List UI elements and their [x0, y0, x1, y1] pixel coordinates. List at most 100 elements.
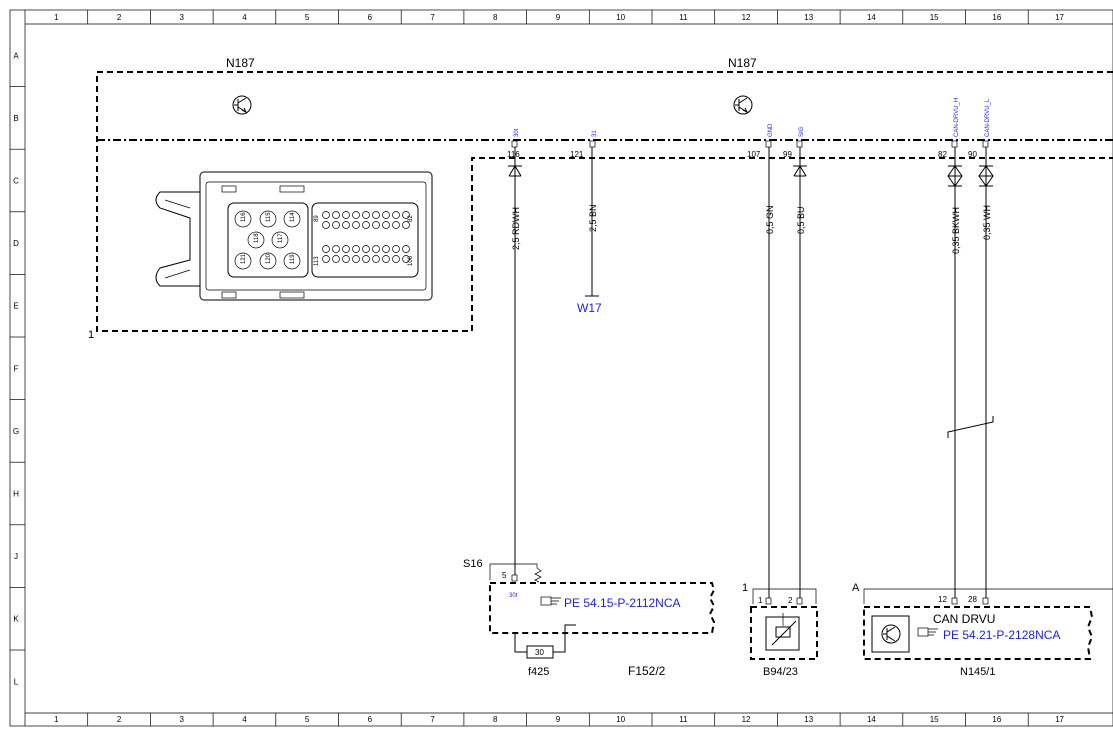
f425-rating: 30 [535, 648, 544, 657]
n145-1-reference-link[interactable]: PE 54.21-P-2128NCA [943, 628, 1060, 642]
pin-82[interactable]: 82 CAN-DRVU_H [938, 98, 960, 159]
grid-column-label: 14 [867, 715, 876, 724]
f425-label[interactable]: f425 [528, 666, 549, 678]
pin-116[interactable]: 116 30t [507, 128, 520, 159]
connector-small-pin [322, 221, 330, 229]
w17-ground-link[interactable]: W17 [577, 301, 602, 315]
grid-row-label: C [13, 177, 19, 186]
grid-column-label: 11 [679, 715, 688, 724]
b94-23-pin-number: 1 [758, 596, 763, 605]
connector-small-pin [342, 245, 350, 253]
s16-label[interactable]: S16 [463, 558, 483, 570]
grid-column-label: 9 [556, 13, 561, 22]
grid-row-label: E [13, 302, 18, 311]
pin-number: 121 [570, 150, 584, 159]
grid-row-label: G [13, 427, 19, 436]
connector-small-pin [332, 211, 340, 219]
b94-23-label[interactable]: B94/23 [763, 666, 798, 678]
n145-1-outline [863, 606, 1094, 660]
connector-small-pin [382, 211, 390, 219]
wire-label-121: 2,5 BN [588, 204, 598, 232]
connector-small-pin [372, 245, 380, 253]
pin-number: 90 [968, 150, 977, 159]
f152-2-reference-link[interactable]: PE 54.15-P-2112NCA [564, 596, 681, 610]
grid-row-label: J [14, 552, 18, 561]
connector-small-pin [352, 211, 360, 219]
b94-23-pin-2[interactable] [796, 597, 803, 605]
pin-signal-label: 31 [592, 130, 598, 137]
grid-column-label: 15 [930, 13, 939, 22]
grid-column-label: 12 [742, 715, 751, 724]
n187-housing-outline [96, 71, 1113, 332]
b94-23-bracket [752, 588, 817, 604]
pin-121[interactable]: 121 31 [570, 130, 598, 159]
pin-number: 116 [507, 150, 520, 159]
connector-small-pin [372, 211, 380, 219]
connector-pin-label: 116 [241, 212, 247, 222]
grid-column-label: 7 [430, 715, 435, 724]
n145-1-pin-28[interactable] [982, 597, 989, 605]
grid-column-label: 8 [493, 13, 498, 22]
arrow-up-icon [793, 165, 807, 177]
connector-pin-label: 114 [290, 212, 296, 222]
connector-small-pin [352, 255, 360, 263]
pin-signal-label: GND [768, 123, 774, 137]
pin-signal-label: 30t [514, 128, 520, 137]
b94-23-pin-1[interactable] [765, 597, 772, 605]
connector-pin-label: 120 [266, 253, 272, 264]
connector-small-pin [402, 255, 410, 263]
control-unit-symbol-icon [733, 95, 753, 115]
grid-column-label: 6 [368, 715, 373, 724]
s16-pin-5[interactable] [511, 574, 518, 582]
connector-face-drawing [155, 171, 433, 301]
grid-row-label: D [13, 239, 19, 248]
connector-small-pin [322, 211, 330, 219]
connector-callout: 1 [88, 329, 94, 341]
n187-label-right[interactable]: N187 [728, 56, 757, 70]
wire-label-90: 0,35 WH [982, 205, 992, 240]
grid-column-label: 4 [242, 13, 247, 22]
twisted-pair-marker [947, 416, 994, 438]
sheet-frame [9, 9, 1113, 727]
grid-row-label: L [14, 677, 19, 686]
pin-signal-label: CAN-DRVU_H [954, 98, 960, 137]
bidirectional-arrow-icon [978, 165, 994, 187]
connector-small-pin [332, 221, 340, 229]
grid-column-label: 10 [616, 715, 625, 724]
grid-column-label: 5 [305, 13, 310, 22]
b94-23-outline [750, 606, 818, 660]
s16-spring-icon [534, 567, 542, 583]
grid-row-label: H [13, 490, 19, 499]
pin-signal-label: SIG [799, 126, 805, 137]
n145-1-pin-number: 12 [938, 595, 947, 604]
connector-small-pin [342, 221, 350, 229]
n145-1-pin-12[interactable] [951, 597, 958, 605]
grid-column-label: 7 [430, 13, 435, 22]
s16-pin-number: 5 [502, 571, 507, 580]
connector-small-pin [362, 221, 370, 229]
grid-column-label: 17 [1055, 13, 1064, 22]
connector-small-pin [392, 221, 400, 229]
f152-2-label[interactable]: F152/2 [628, 664, 666, 678]
fuse-wire-right [553, 624, 576, 653]
connector-small-pin [402, 221, 410, 229]
grid-column-label: 10 [616, 13, 625, 22]
pin-90[interactable]: 90 CAN-DRVU_L [968, 98, 991, 159]
grid-column-label: 2 [117, 715, 122, 724]
b94-23-pin-number: 2 [788, 596, 793, 605]
n187-label-left[interactable]: N187 [226, 56, 255, 70]
grid-column-label: 9 [556, 715, 561, 724]
bidirectional-arrow-icon [947, 165, 963, 187]
connector-pin-label: 106 [408, 255, 414, 266]
wire-label-107: 0,5 GN [765, 205, 775, 234]
n145-1-label[interactable]: N145/1 [960, 666, 995, 678]
connector-small-pin [382, 255, 390, 263]
grid-column-label: 5 [305, 715, 310, 724]
connector-small-pin [352, 245, 360, 253]
connector-small-pin [322, 255, 330, 263]
connector-small-pin [382, 245, 390, 253]
pin-99[interactable]: 99 SIG [783, 126, 805, 159]
